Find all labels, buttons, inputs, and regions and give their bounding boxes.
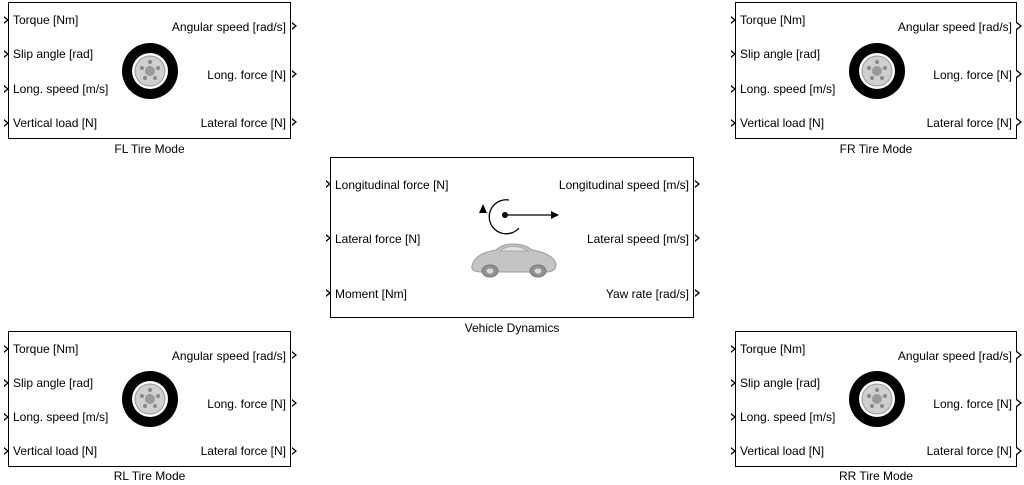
input-port-arrow[interactable] (3, 379, 9, 387)
output-port-arrow[interactable] (694, 180, 700, 188)
tire-input-label: Torque [Nm] (13, 13, 79, 27)
tire-block-fl[interactable]: Torque [Nm] Slip angle [rad] Long. speed… (8, 2, 291, 139)
input-port-arrow[interactable] (730, 345, 736, 353)
block-caption: FR Tire Mode (839, 142, 913, 156)
tire-input-label: Vertical load [N] (740, 444, 825, 458)
input-port-arrow[interactable] (730, 85, 736, 93)
input-port-arrow[interactable] (730, 50, 736, 58)
tire-input-label: Long. speed [m/s] (13, 82, 109, 96)
input-port-arrow[interactable] (730, 447, 736, 455)
tire-output-label: Angular speed [rad/s] (897, 20, 1012, 34)
output-port-arrow[interactable] (1016, 118, 1022, 126)
vehicle-input-label: Moment [Nm] (335, 287, 408, 301)
tire-block-rl[interactable]: Torque [Nm] Slip angle [rad] Long. speed… (8, 331, 291, 467)
tire-input-label: Long. speed [m/s] (13, 410, 109, 424)
input-port-arrow[interactable] (3, 447, 9, 455)
output-port-arrow[interactable] (291, 70, 297, 78)
output-port-arrow[interactable] (1016, 70, 1022, 78)
block-caption: FL Tire Mode (114, 142, 185, 156)
output-port-arrow[interactable] (1016, 22, 1022, 30)
output-port-arrow[interactable] (291, 22, 297, 30)
tire-input-label: Long. speed [m/s] (740, 82, 836, 96)
tire-icon (849, 43, 905, 99)
vehicle-dynamics-block[interactable]: Longitudinal force [N] Lateral force [N]… (330, 157, 694, 318)
tire-output-label: Long. force [N] (933, 397, 1012, 411)
input-port-arrow[interactable] (3, 16, 9, 24)
output-port-arrow[interactable] (291, 399, 297, 407)
input-port-arrow[interactable] (325, 289, 331, 297)
tire-output-label: Long. force [N] (207, 397, 286, 411)
vehicle-output-label: Lateral speed [m/s] (586, 232, 689, 246)
tire-input-label: Slip angle [rad] (740, 376, 821, 390)
input-port-arrow[interactable] (730, 379, 736, 387)
tire-input-label: Long. speed [m/s] (740, 410, 836, 424)
output-port-arrow[interactable] (694, 289, 700, 297)
vehicle-output-label: Yaw rate [rad/s] (605, 287, 689, 301)
tire-output-label: Lateral force [N] (926, 444, 1012, 458)
output-port-arrow[interactable] (291, 351, 297, 359)
tire-output-label: Angular speed [rad/s] (171, 349, 286, 363)
input-port-arrow[interactable] (730, 119, 736, 127)
tire-output-label: Lateral force [N] (200, 116, 286, 130)
tire-output-label: Angular speed [rad/s] (171, 20, 286, 34)
tire-input-label: Slip angle [rad] (13, 47, 94, 61)
vehicle-input-label: Lateral force [N] (335, 232, 421, 246)
output-port-arrow[interactable] (291, 118, 297, 126)
tire-input-label: Torque [Nm] (740, 13, 806, 27)
tire-output-label: Angular speed [rad/s] (897, 349, 1012, 363)
block-caption: RR Tire Mode (838, 469, 914, 483)
tire-input-label: Torque [Nm] (13, 342, 79, 356)
input-port-arrow[interactable] (730, 16, 736, 24)
input-port-arrow[interactable] (325, 180, 331, 188)
output-port-arrow[interactable] (1016, 447, 1022, 455)
tire-output-label: Lateral force [N] (926, 116, 1012, 130)
input-port-arrow[interactable] (730, 413, 736, 421)
tire-icon (849, 371, 905, 427)
block-caption: Vehicle Dynamics (464, 321, 560, 335)
input-port-arrow[interactable] (3, 119, 9, 127)
tire-block-rr[interactable]: Torque [Nm] Slip angle [rad] Long. speed… (735, 331, 1017, 467)
output-port-arrow[interactable] (291, 447, 297, 455)
tire-block-fr[interactable]: Torque [Nm] Slip angle [rad] Long. speed… (735, 2, 1017, 139)
input-port-arrow[interactable] (3, 85, 9, 93)
tire-input-label: Slip angle [rad] (13, 376, 94, 390)
tire-input-label: Slip angle [rad] (740, 47, 821, 61)
output-port-arrow[interactable] (694, 234, 700, 242)
tire-output-label: Long. force [N] (207, 68, 286, 82)
tire-output-label: Lateral force [N] (200, 444, 286, 458)
output-port-arrow[interactable] (1016, 351, 1022, 359)
input-port-arrow[interactable] (325, 234, 331, 242)
car-icon (471, 243, 557, 278)
vehicle-input-label: Longitudinal force [N] (335, 178, 449, 192)
block-caption: RL Tire Mode (113, 469, 186, 483)
tire-icon (122, 43, 178, 99)
tire-output-label: Long. force [N] (933, 68, 1012, 82)
tire-input-label: Torque [Nm] (740, 342, 806, 356)
tire-input-label: Vertical load [N] (13, 116, 98, 130)
rotation-arrow-icon (479, 199, 559, 235)
input-port-arrow[interactable] (3, 413, 9, 421)
tire-icon (122, 371, 178, 427)
input-port-arrow[interactable] (3, 345, 9, 353)
tire-input-label: Vertical load [N] (740, 116, 825, 130)
tire-input-label: Vertical load [N] (13, 444, 98, 458)
output-port-arrow[interactable] (1016, 399, 1022, 407)
input-port-arrow[interactable] (3, 50, 9, 58)
vehicle-output-label: Longitudinal speed [m/s] (558, 178, 689, 192)
